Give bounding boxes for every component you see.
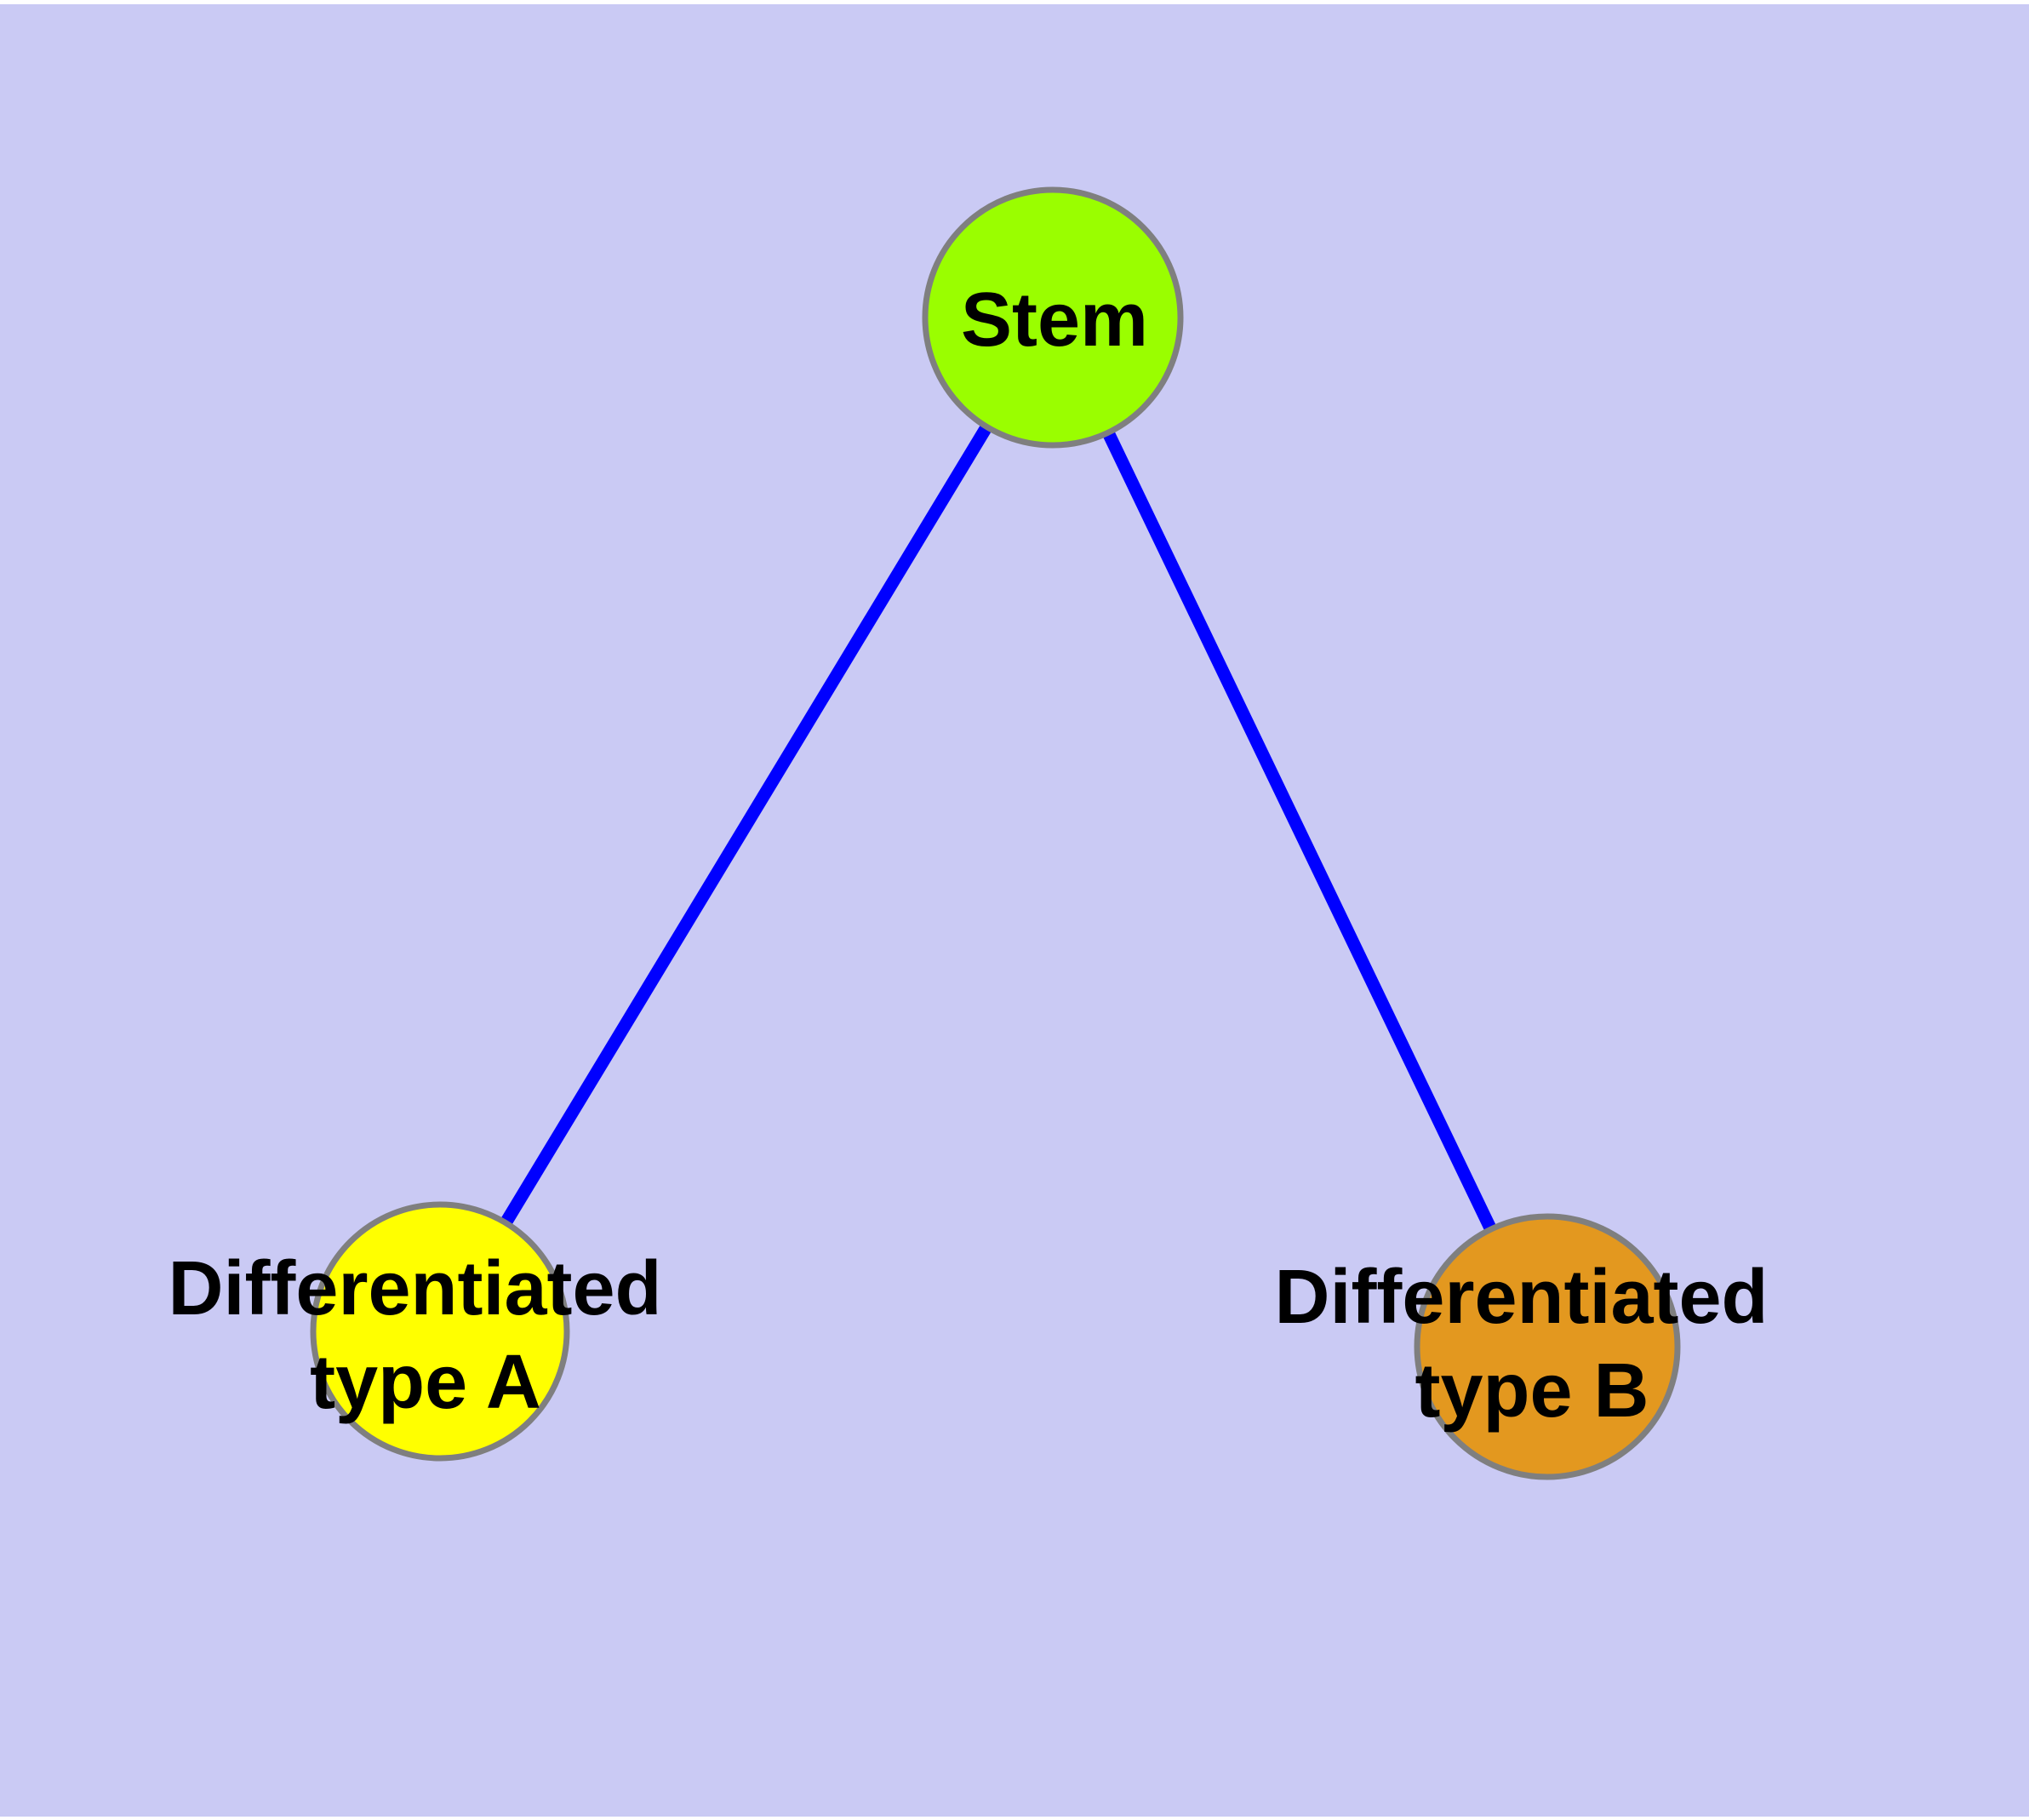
node-type-a-circle [310, 1201, 570, 1462]
node-type-b-label: Differentiated type B [1274, 1255, 1789, 1434]
edge-stem-to-type-b [1047, 314, 1553, 1350]
node-type-b-circle [1414, 1213, 1681, 1480]
node-type-a-label-line1: Differentiated [168, 1246, 661, 1331]
node-type-a-label-line2: type A [310, 1340, 541, 1425]
edge-stem-to-type-a [434, 314, 1059, 1335]
node-type-b-label-line2: type B [1415, 1348, 1649, 1434]
node-type-a-label: Differentiated type A [168, 1246, 683, 1425]
node-stem-label: Stem [961, 278, 1148, 363]
node-stem-circle [922, 186, 1184, 449]
node-type-b-label-line1: Differentiated [1274, 1255, 1768, 1340]
